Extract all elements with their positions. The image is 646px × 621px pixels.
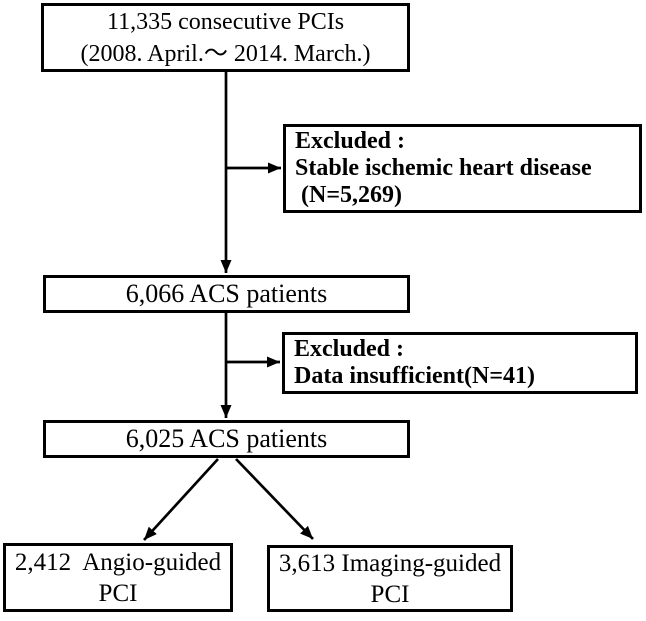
- acs-6025-box: 6,025 ACS patients: [43, 420, 410, 458]
- imaging-guided-pci-box: 3,613 Imaging-guided PCI: [267, 545, 513, 612]
- angio-guided-pci-label: PCI: [98, 579, 138, 607]
- excluded-stable-count: (N=5,269): [295, 182, 402, 208]
- acs-6025-label: 6,025 ACS patients: [125, 424, 328, 453]
- arrow-acs6025-to-angio: [143, 458, 219, 541]
- total-pci-period: (2008. April.～ 2014. March.): [80, 40, 371, 67]
- excluded-stable-ihd-box: Excluded : Stable ischemic heart disease…: [283, 124, 642, 213]
- excluded-stable-reason: Stable ischemic heart disease: [295, 155, 592, 181]
- excluded-data-insufficient-box: Excluded : Data insufficient(N=41): [282, 332, 638, 394]
- imaging-guided-pci-label: PCI: [370, 580, 410, 608]
- total-pci-count: 11,335 consecutive PCIs: [106, 8, 345, 35]
- angio-guided-pci-box: 2,412 Angio-guided PCI: [3, 543, 233, 612]
- total-pci-box: 11,335 consecutive PCIs (2008. April.～ 2…: [41, 3, 410, 72]
- acs-6066-box: 6,066 ACS patients: [43, 275, 410, 313]
- excluded-insufficient-reason: Data insufficient(N=41): [294, 363, 535, 389]
- angio-guided-count: 2,412 Angio-guided: [14, 548, 222, 576]
- excluded-stable-title: Excluded :: [295, 128, 406, 154]
- acs-6066-label: 6,066 ACS patients: [125, 279, 328, 308]
- imaging-guided-count: 3,613 Imaging-guided: [278, 549, 502, 577]
- arrow-acs6025-to-imaging: [235, 458, 314, 540]
- excluded-insufficient-title: Excluded :: [294, 336, 405, 362]
